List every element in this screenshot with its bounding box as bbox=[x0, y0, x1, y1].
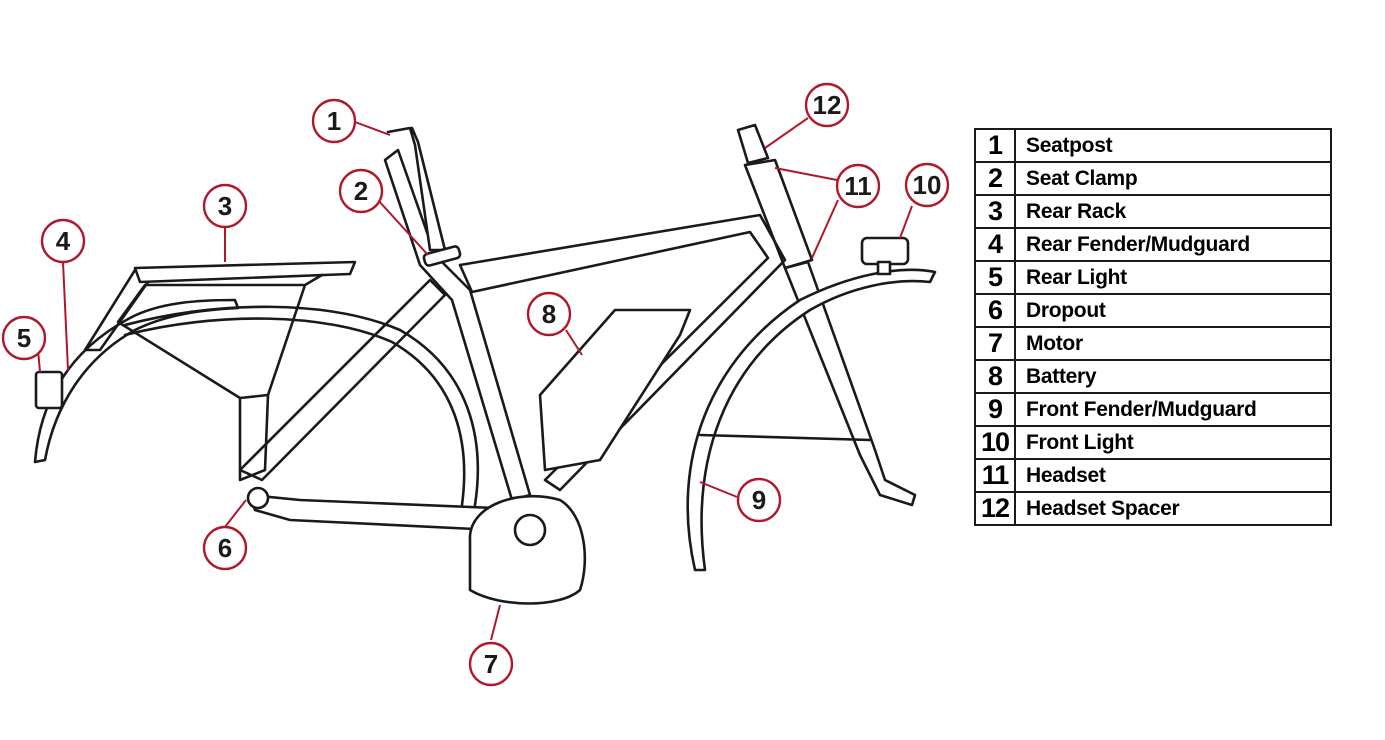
legend-number: 1 bbox=[974, 128, 1016, 163]
legend-number: 7 bbox=[974, 326, 1016, 361]
legend-label: Seat Clamp bbox=[1014, 161, 1332, 196]
svg-text:12: 12 bbox=[813, 90, 842, 120]
seatpost bbox=[386, 126, 447, 252]
callout-1: 1 bbox=[311, 98, 357, 144]
legend-number: 4 bbox=[974, 227, 1016, 262]
legend-label: Rear Fender/Mudguard bbox=[1014, 227, 1332, 262]
svg-text:9: 9 bbox=[752, 485, 766, 515]
legend-number: 3 bbox=[974, 194, 1016, 229]
callout-6: 6 bbox=[202, 525, 248, 571]
svg-text:11: 11 bbox=[844, 171, 872, 201]
legend-number: 10 bbox=[974, 425, 1016, 460]
headset-spacer bbox=[736, 123, 770, 165]
legend-label: Dropout bbox=[1014, 293, 1332, 328]
rear-fender bbox=[33, 298, 240, 464]
svg-text:8: 8 bbox=[542, 299, 556, 329]
dropout bbox=[246, 486, 270, 510]
legend-label: Rear Light bbox=[1014, 260, 1332, 295]
svg-text:7: 7 bbox=[484, 649, 498, 679]
front-light-body bbox=[860, 236, 910, 266]
seat-clamp bbox=[422, 245, 462, 267]
legend-label: Front Light bbox=[1014, 425, 1332, 460]
legend-label: Motor bbox=[1014, 326, 1332, 361]
svg-text:5: 5 bbox=[17, 323, 31, 353]
legend-number: 5 bbox=[974, 260, 1016, 295]
callout-12: 12 bbox=[804, 82, 850, 128]
callout-8: 8 bbox=[526, 291, 572, 337]
legend-label: Battery bbox=[1014, 359, 1332, 394]
callout-4: 4 bbox=[40, 218, 86, 264]
svg-text:2: 2 bbox=[354, 176, 368, 206]
front-fork bbox=[783, 260, 917, 507]
frame bbox=[238, 148, 814, 532]
legend-number: 12 bbox=[974, 491, 1016, 526]
legend-label: Front Fender/Mudguard bbox=[1014, 392, 1332, 427]
svg-text:10: 10 bbox=[913, 170, 942, 200]
callout-5: 5 bbox=[1, 315, 47, 361]
rear-rack bbox=[83, 260, 357, 482]
front-fender bbox=[686, 268, 937, 572]
rear-light-body bbox=[34, 370, 64, 410]
svg-text:6: 6 bbox=[218, 533, 232, 563]
legend-label: Rear Rack bbox=[1014, 194, 1332, 229]
legend-number: 8 bbox=[974, 359, 1016, 394]
legend-label: Headset Spacer bbox=[1014, 491, 1332, 526]
legend-number: 11 bbox=[974, 458, 1016, 493]
callout-2: 2 bbox=[338, 168, 384, 214]
legend-label: Headset bbox=[1014, 458, 1332, 493]
rear-wheel-arc bbox=[123, 305, 480, 507]
legend-number: 9 bbox=[974, 392, 1016, 427]
svg-text:1: 1 bbox=[327, 106, 341, 136]
callout-11: 11 bbox=[835, 163, 881, 209]
callout-7: 7 bbox=[468, 641, 514, 687]
battery bbox=[538, 308, 692, 472]
motor bbox=[468, 494, 587, 605]
svg-text:4: 4 bbox=[56, 226, 71, 256]
callout-10: 10 bbox=[904, 162, 950, 208]
leader-lines bbox=[37, 117, 913, 641]
callout-9: 9 bbox=[736, 477, 782, 523]
legend-number: 2 bbox=[974, 161, 1016, 196]
callout-3: 3 bbox=[202, 183, 248, 229]
legend-label: Seatpost bbox=[1014, 128, 1332, 163]
legend-number: 6 bbox=[974, 293, 1016, 328]
svg-text:3: 3 bbox=[218, 191, 232, 221]
